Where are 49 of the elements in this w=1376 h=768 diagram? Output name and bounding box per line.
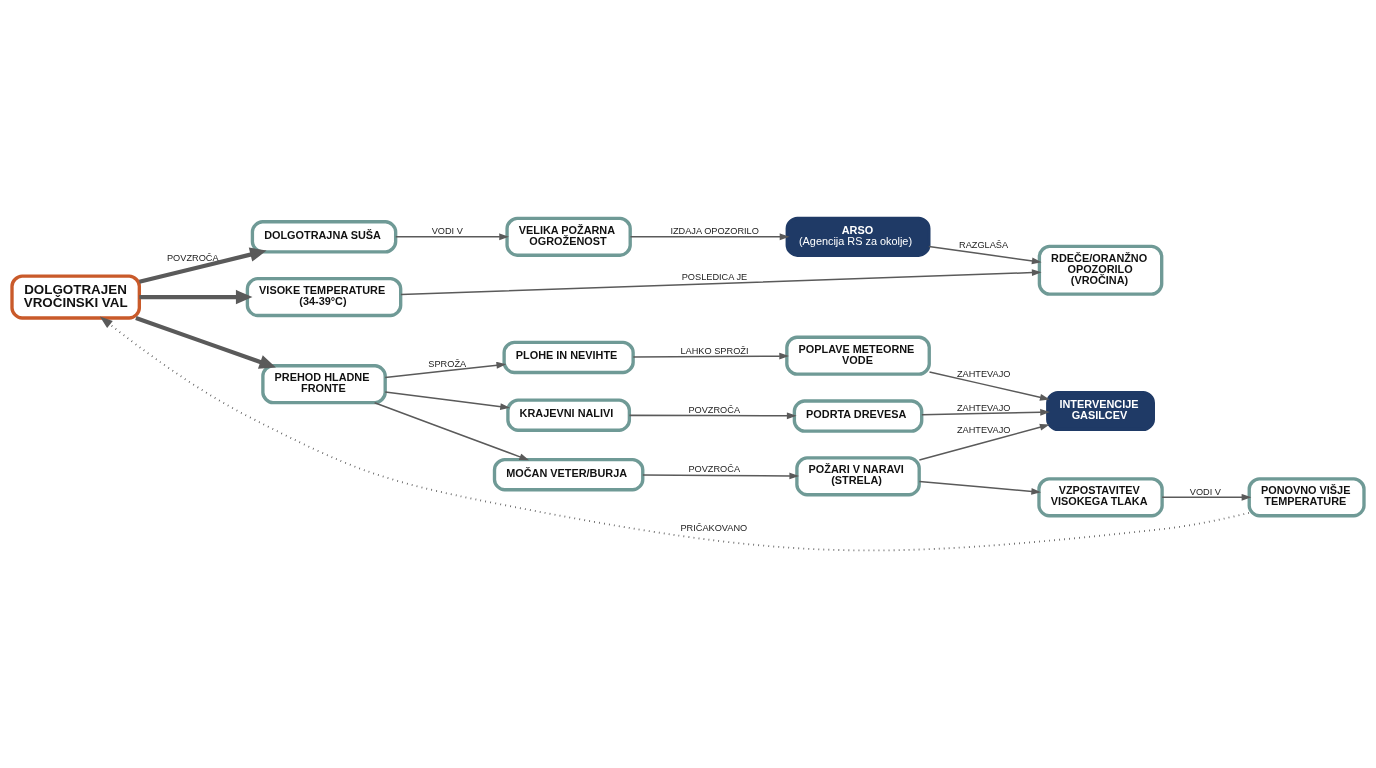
node-box: POŽARI V NARAVI (STRELA) — [795, 455, 921, 496]
node-box: INTERVENCIJE GASILCEV — [1046, 390, 1155, 431]
edge-label: ZAHTEVAJO — [956, 402, 1011, 413]
arrow — [400, 268, 1042, 295]
edge-label: VODI V — [1189, 486, 1221, 497]
arrow — [138, 247, 267, 284]
edge-label: POVZROČA — [166, 252, 219, 263]
node-box: VELIKA POŽARNA OGROŽENOST — [505, 216, 632, 257]
arrow — [928, 370, 1050, 401]
edge-label: LAHKO SPROŽI — [680, 345, 749, 356]
arrow — [642, 472, 800, 479]
arrow — [99, 315, 1250, 551]
arrow — [384, 361, 507, 378]
edge-label: POSLEDICA JE — [681, 271, 748, 282]
node-box: VZPOSTAVITEV VISOKEGA TLAKA — [1037, 476, 1164, 517]
node-box: PODRTA DREVESA — [792, 398, 924, 433]
arrow — [628, 411, 797, 419]
edge-label: SPROŽA — [428, 358, 467, 369]
arrow — [918, 423, 1050, 461]
arrow — [395, 232, 509, 240]
node-box: MOČAN VETER/BURJA — [492, 457, 645, 491]
node-box: PREHOD HLADNE FRONTE — [261, 363, 387, 404]
node-box: PLOHE IN NEVIHTE — [502, 340, 635, 374]
arrow — [632, 352, 789, 360]
node-box: VISOKE TEMPERATURE (34-39°C) — [245, 276, 403, 317]
edge-label: RAZGLAŠA — [958, 239, 1009, 250]
edge-label: POVZROČA — [688, 404, 741, 415]
arrow — [373, 401, 530, 460]
node-box: POPLAVE METEORNE VODE — [785, 335, 931, 376]
node-box: ARSO (Agencija RS za okolje) — [785, 216, 931, 257]
edge-label: POVZROČA — [688, 463, 741, 474]
edge-label: PRIČAKOVANO — [680, 522, 748, 533]
node-box: DOLGOTRAJEN VROČINSKI VAL — [10, 273, 141, 320]
arrow — [384, 390, 510, 410]
edge-label: VODI V — [431, 225, 463, 236]
arrow — [135, 315, 276, 369]
edge-label: ZAHTEVAJO — [956, 368, 1011, 378]
arrow — [918, 480, 1042, 495]
arrow — [921, 408, 1050, 416]
node-box: RDEČE/ORANŽNO OPOZORILO (VROČINA) — [1037, 244, 1164, 296]
arrow — [139, 289, 253, 304]
node-box: KRAJEVNI NALIVI — [506, 397, 632, 432]
node-box: PONOVNO VIŠJE TEMPERATURE — [1247, 476, 1366, 517]
arrow — [629, 232, 790, 240]
arrow — [1161, 493, 1252, 501]
node-box: DOLGOTRAJNA SUŠA — [250, 219, 398, 254]
edge-label: IZDAJA OPOZORILO — [670, 225, 759, 236]
edge-label: ZAHTEVAJO — [956, 424, 1011, 435]
arrow — [928, 245, 1042, 264]
